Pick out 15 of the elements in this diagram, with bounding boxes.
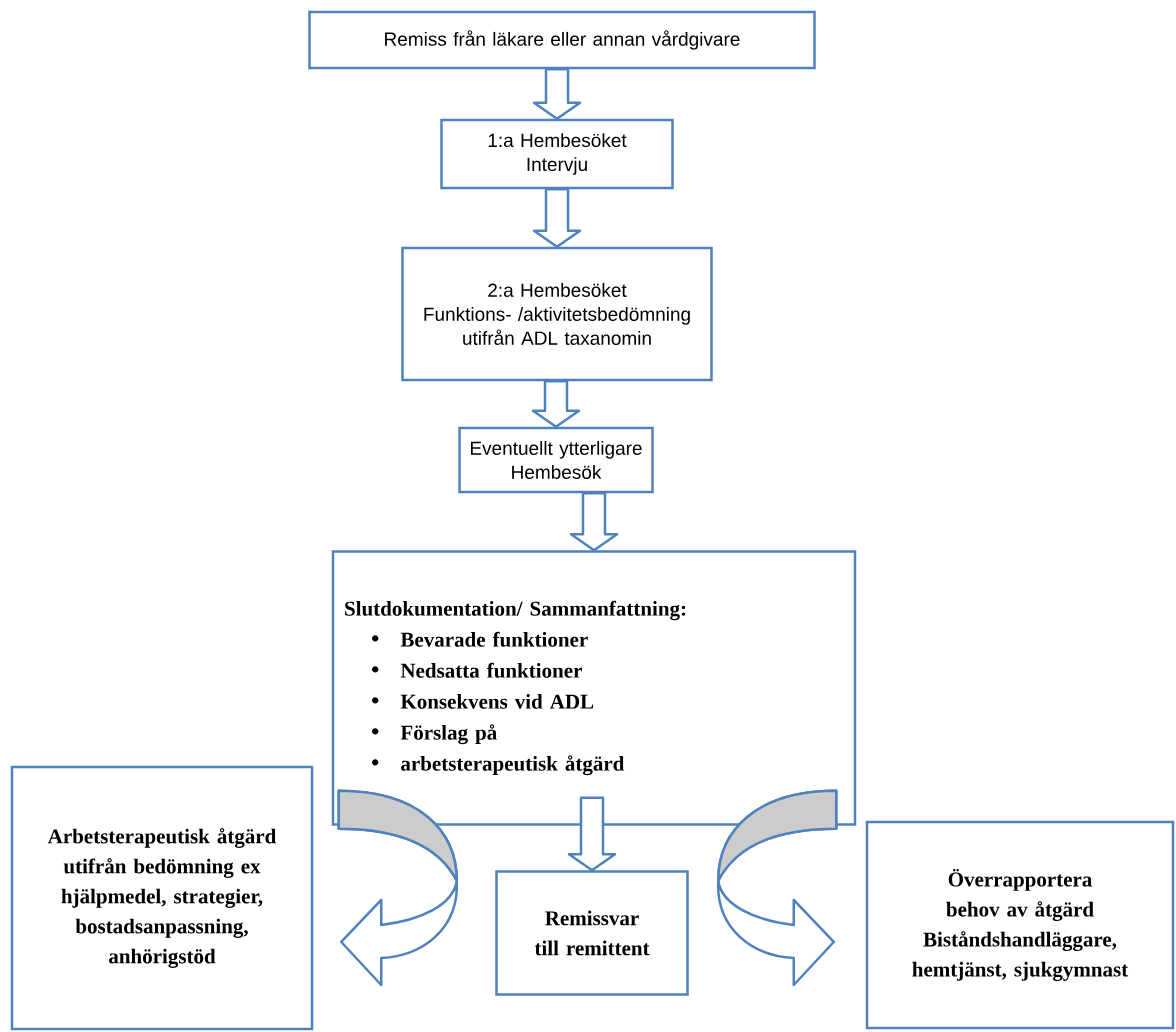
curved-arrow (717, 789, 838, 987)
block-arrow (531, 380, 581, 428)
block-arrow (567, 796, 617, 872)
block-arrow (569, 492, 619, 552)
process-box: Överrapportera behov av åtgärd Biståndshandläggare, hemtjänst, sjukgymnast (865, 820, 1175, 1030)
process-box: Arbetsterapeutisk åtgärd utifrån bedömning ex hjälpmedel, strategier, bostadsanpassning, anhörigstöd (10, 765, 314, 1031)
process-box: Eventuellt ytterligare Hembesök (458, 426, 654, 494)
block-arrow (532, 68, 582, 120)
process-box: 2:a Hembesöket Funktions- /aktivitetsbedömning utifrån ADL taxanomin (401, 246, 713, 382)
process-box: Remiss från läkare eller annan vårdgivare (308, 10, 816, 70)
curved-arrow (337, 789, 458, 987)
process-box: 1:a Hembesöket Intervju (440, 118, 674, 190)
block-arrow (532, 188, 582, 248)
list-box: Slutdokumentation/ Sammanfattning: Bevarade funktioner Nedsatta funktioner Konsekvens vid ADL Förslag på arbetsterapeutisk åtgärd (331, 550, 857, 826)
process-box: Remissvar till remittent (495, 870, 689, 996)
